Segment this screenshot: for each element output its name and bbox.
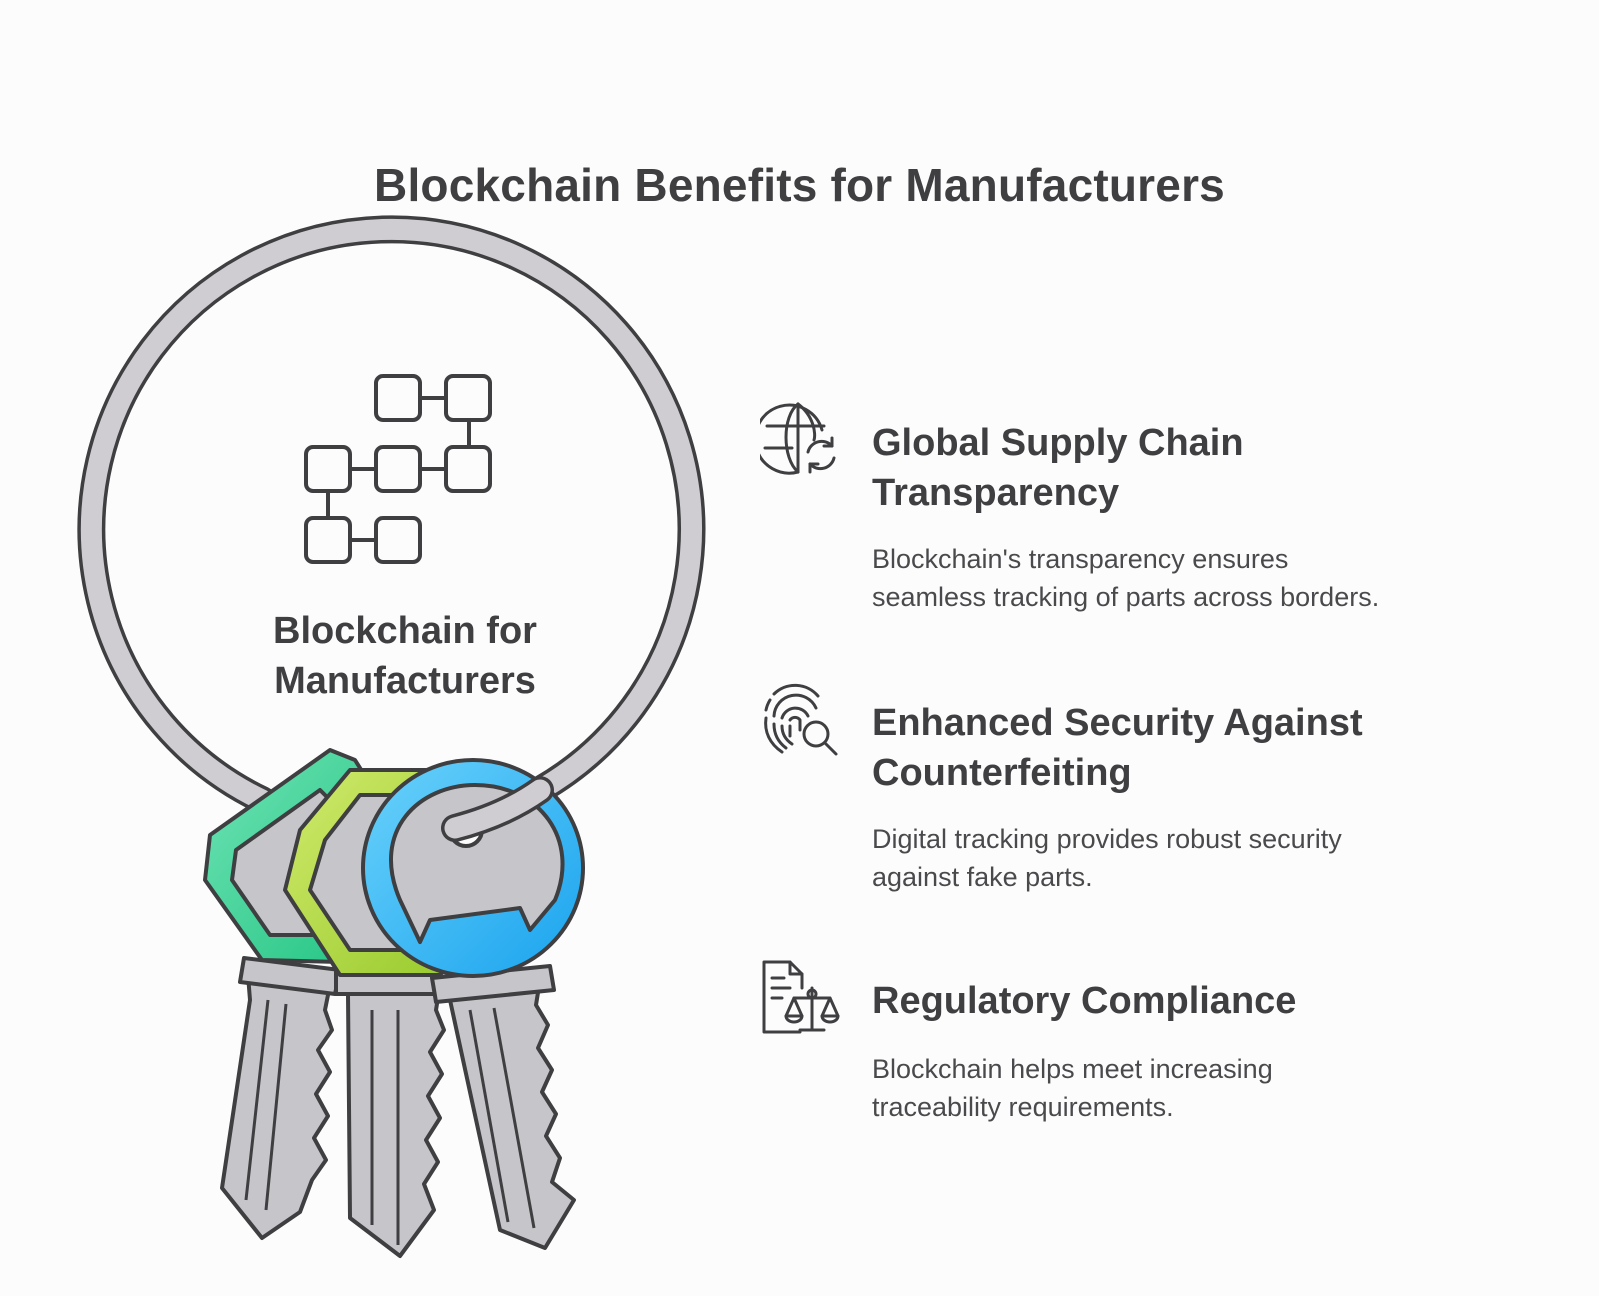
- benefit-title-line2: Transparency: [872, 472, 1120, 514]
- globe-sync-icon: [760, 402, 836, 475]
- benefit-title: Enhanced Security Against Counterfeiting: [872, 698, 1512, 798]
- blockchain-network-icon: [304, 374, 492, 564]
- benefit-description-line2: seamless tracking of parts across border…: [872, 582, 1380, 612]
- benefit-title-line1: Global Supply Chain: [872, 422, 1244, 464]
- benefit-description-line2: against fake parts.: [872, 862, 1093, 892]
- center-label: Blockchain for Manufacturers: [230, 606, 580, 706]
- benefit-title-line2: Counterfeiting: [872, 752, 1132, 794]
- benefit-title-line1: Regulatory Compliance: [872, 980, 1297, 1022]
- benefit-description: Blockchain helps meet increasing traceab…: [872, 1050, 1512, 1126]
- benefit-title: Regulatory Compliance: [872, 976, 1512, 1026]
- benefit-description-line1: Digital tracking provides robust securit…: [872, 824, 1342, 854]
- benefit-title: Global Supply Chain Transparency: [872, 418, 1512, 518]
- key-ring: [77, 215, 706, 814]
- benefit-title-line1: Enhanced Security Against: [872, 702, 1363, 744]
- fingerprint-search-icon: [764, 683, 838, 756]
- benefit-description: Blockchain's transparency ensures seamle…: [872, 540, 1512, 616]
- key-ring-front: [441, 776, 554, 842]
- center-label-line1: Blockchain for: [273, 610, 537, 652]
- benefit-description-line2: traceability requirements.: [872, 1092, 1174, 1122]
- benefit-description: Digital tracking provides robust securit…: [872, 820, 1512, 896]
- center-label-line2: Manufacturers: [274, 660, 536, 702]
- document-scales-icon: [762, 960, 840, 1034]
- page-title: Blockchain Benefits for Manufacturers: [374, 159, 1225, 211]
- benefit-description-line1: Blockchain's transparency ensures: [872, 544, 1289, 574]
- benefit-description-line1: Blockchain helps meet increasing: [872, 1054, 1273, 1084]
